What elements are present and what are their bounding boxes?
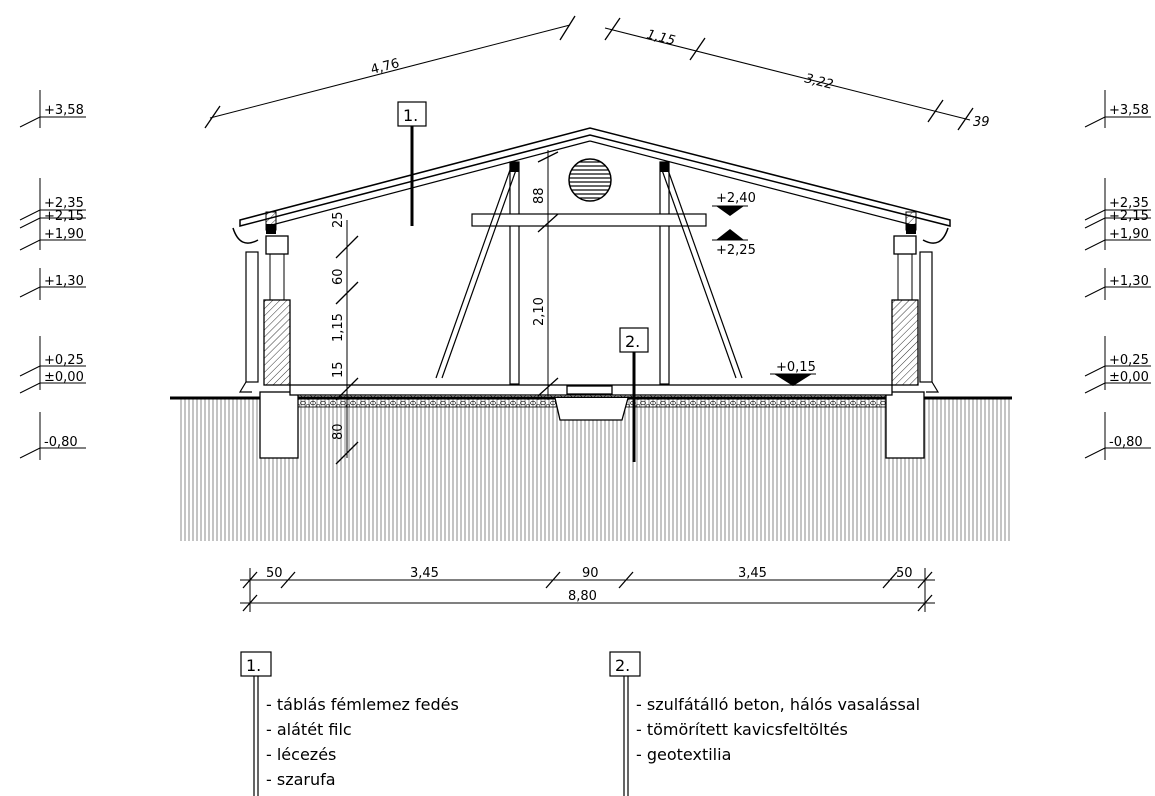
level-left-000: ±0,00	[44, 370, 84, 385]
level-right-025: +0,25	[1109, 353, 1149, 368]
dim-210: 2,10	[532, 297, 547, 326]
level-right-358: +3,58	[1109, 103, 1149, 118]
footing-left	[259, 391, 299, 459]
tag-1: 1.	[403, 106, 418, 125]
dim-80: 80	[331, 423, 346, 440]
legend1-item-2: - alátét filc	[266, 720, 352, 739]
level-left-358: +3,58	[44, 103, 84, 118]
drain-grate	[566, 385, 613, 395]
dim-25: 25	[331, 211, 346, 228]
level-left-080: -0,80	[44, 435, 78, 450]
level-left-025: +0,25	[44, 353, 84, 368]
dim-345-left: 3,45	[410, 566, 439, 581]
legend1-tag: 1.	[246, 656, 261, 675]
level-right-235: +2,35	[1109, 196, 1149, 211]
tag-2: 2.	[625, 332, 640, 351]
dim-roof-ridge: 1,15	[645, 27, 677, 49]
dim-50-left: 50	[266, 566, 283, 581]
post-left	[509, 161, 520, 385]
legend2-item-3: - geotextilia	[636, 745, 731, 764]
dim-90: 90	[582, 566, 599, 581]
level-015: +0,15	[776, 360, 816, 375]
level-left-215: +2,15	[44, 209, 84, 224]
roof	[239, 127, 951, 227]
level-left-235: +2,35	[44, 196, 84, 211]
dim-total: 8,80	[568, 589, 597, 604]
level-right-215: +2,15	[1109, 209, 1149, 224]
legend2-tag: 2.	[615, 656, 630, 675]
wall-right	[891, 299, 919, 386]
legend1-item-3: - lécezés	[266, 745, 336, 764]
bottom-dimension-lines	[240, 568, 935, 612]
dim-roof-right: 3,22	[803, 71, 835, 93]
vent-grille	[568, 158, 612, 202]
level-markers-right	[1084, 90, 1151, 460]
dim-60: 60	[331, 268, 346, 285]
ground-hatch	[178, 398, 1010, 541]
legend2-item-2: - tömörített kavicsfeltöltés	[636, 720, 848, 739]
legend1-item-4: - szarufa	[266, 770, 336, 789]
dim-15: 15	[331, 361, 346, 378]
dim-roof-left: 4,76	[369, 56, 401, 78]
level-right-000: ±0,00	[1109, 370, 1149, 385]
level-right-190: +1,90	[1109, 227, 1149, 242]
downpipe-left	[245, 251, 259, 383]
dim-115: 1,15	[331, 313, 346, 342]
wall-left	[263, 299, 291, 386]
legend2-item-1: - szulfátálló beton, hálós vasalással	[636, 695, 920, 714]
wall-plate-right	[893, 235, 917, 255]
downpipe-right	[919, 251, 933, 383]
dim-345-right: 3,45	[738, 566, 767, 581]
legend1-item-1: - táblás fémlemez fedés	[266, 695, 459, 714]
level-left-130: +1,30	[44, 274, 84, 289]
dim-50-right: 50	[896, 566, 913, 581]
level-markers-left	[19, 90, 86, 460]
drain-channel	[554, 397, 629, 421]
tie-beam	[471, 213, 707, 227]
post-right	[659, 161, 670, 385]
level-left-190: +1,90	[44, 227, 84, 242]
level-right-080: -0,80	[1109, 435, 1143, 450]
footing-right	[885, 391, 925, 459]
level-240: +2,40	[716, 191, 756, 206]
dim-roof-eave: 39	[973, 115, 990, 130]
dim-88: 88	[532, 187, 547, 204]
level-225: +2,25	[716, 243, 756, 258]
level-right-130: +1,30	[1109, 274, 1149, 289]
wall-plate-left	[265, 235, 289, 255]
